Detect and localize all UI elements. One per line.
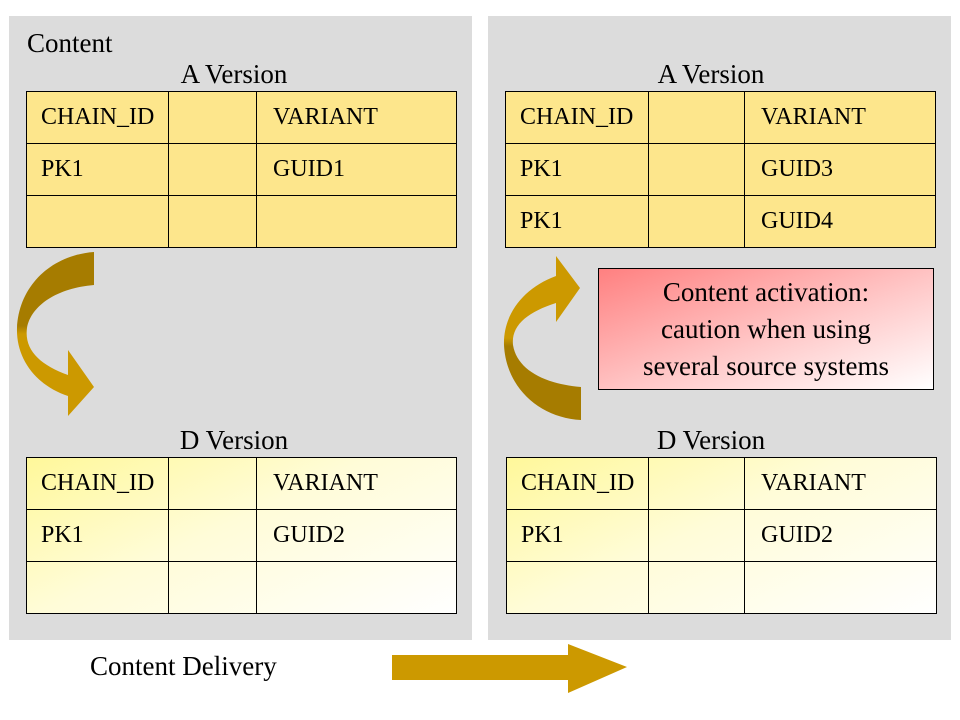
table-row: CHAIN_ID VARIANT — [505, 91, 936, 144]
table-cell — [168, 195, 257, 248]
left-a-version-label: A Version — [180, 59, 288, 89]
content-delivery-label: Content Delivery — [90, 651, 277, 681]
table-header-cell: VARIANT — [744, 457, 937, 510]
table-row: CHAIN_ID VARIANT — [26, 91, 457, 144]
callout-line: several source systems — [643, 350, 889, 381]
table-cell — [26, 561, 169, 614]
left-d-version-table: CHAIN_ID VARIANT PK1 GUID2 — [26, 457, 457, 614]
table-row — [506, 561, 937, 614]
table-header-cell: CHAIN_ID — [506, 457, 649, 510]
table-row: PK1 GUID4 — [505, 195, 936, 248]
table-cell: GUID1 — [256, 143, 457, 196]
arrow-right-icon — [392, 644, 627, 693]
table-cell — [256, 195, 457, 248]
left-d-version-label: D Version — [179, 425, 289, 455]
callout-line: caution when using — [661, 313, 871, 344]
table-cell — [168, 143, 257, 196]
table-cell — [648, 561, 745, 614]
table-cell — [168, 509, 257, 562]
table-header-cell: VARIANT — [256, 457, 457, 510]
right-a-version-label: A Version — [657, 59, 765, 89]
table-header-cell — [648, 457, 745, 510]
table-cell: PK1 — [505, 143, 649, 196]
table-cell — [648, 509, 745, 562]
content-activation-callout: Content activation: caution when using s… — [598, 268, 934, 390]
table-cell: GUID3 — [744, 143, 936, 196]
table-cell — [744, 561, 937, 614]
table-row: PK1 GUID3 — [505, 143, 936, 196]
table-row: CHAIN_ID VARIANT — [26, 457, 457, 510]
content-title: Content — [27, 28, 113, 58]
table-cell: PK1 — [506, 509, 649, 562]
table-header-cell: VARIANT — [256, 91, 457, 144]
left-a-version-table: CHAIN_ID VARIANT PK1 GUID1 — [26, 91, 457, 248]
table-cell: GUID4 — [744, 195, 936, 248]
table-row: CHAIN_ID VARIANT — [506, 457, 937, 510]
table-header-cell — [168, 457, 257, 510]
table-cell — [168, 561, 257, 614]
table-row: PK1 GUID1 — [26, 143, 457, 196]
table-cell: PK1 — [505, 195, 649, 248]
table-cell — [648, 143, 745, 196]
callout-line: Content activation: — [662, 276, 870, 307]
right-a-version-table: CHAIN_ID VARIANT PK1 GUID3 PK1 GUID4 — [505, 91, 936, 248]
table-cell — [506, 561, 649, 614]
table-header-cell: CHAIN_ID — [26, 457, 169, 510]
table-row: PK1 GUID2 — [506, 509, 937, 562]
table-row: PK1 GUID2 — [26, 509, 457, 562]
right-d-version-table: CHAIN_ID VARIANT PK1 GUID2 — [506, 457, 937, 614]
table-cell — [26, 195, 169, 248]
table-header-cell: VARIANT — [744, 91, 936, 144]
table-cell: PK1 — [26, 143, 169, 196]
table-cell — [256, 561, 457, 614]
table-row — [26, 195, 457, 248]
right-d-version-label: D Version — [656, 425, 766, 455]
table-header-cell — [648, 91, 745, 144]
table-row — [26, 561, 457, 614]
